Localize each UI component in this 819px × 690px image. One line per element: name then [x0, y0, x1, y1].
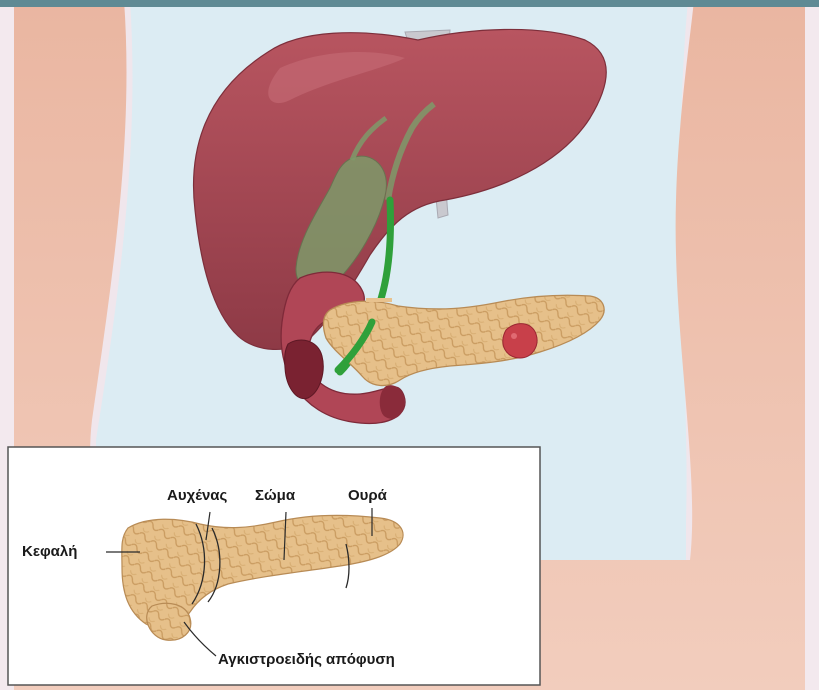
right-flank: [805, 0, 819, 690]
tumor: [503, 324, 537, 358]
label-neck: Αυχένας: [167, 487, 228, 504]
tumor-highlight: [511, 333, 517, 339]
label-body: Σώμα: [255, 487, 296, 504]
label-tail: Ουρά: [348, 487, 388, 504]
label-head: Κεφαλή: [22, 543, 77, 560]
label-uncinate: Αγκιστροειδής απόφυση: [218, 651, 395, 668]
top-frame: [0, 0, 819, 7]
